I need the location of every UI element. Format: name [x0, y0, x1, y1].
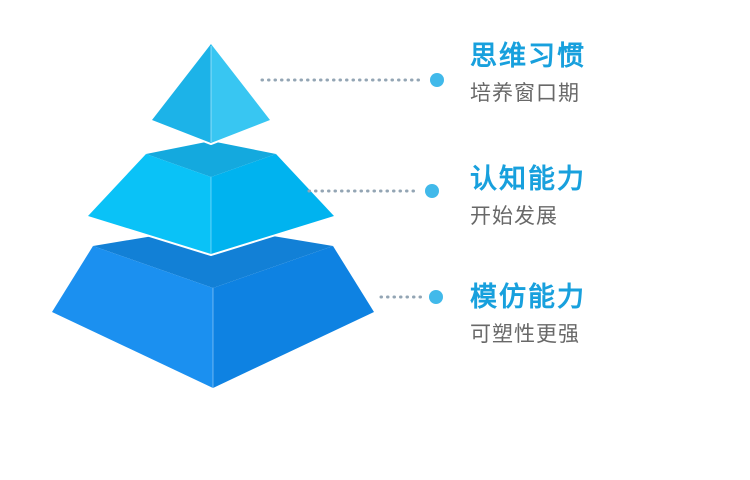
- tier-middle-right-face: [211, 154, 334, 254]
- tier-bottom-top-surface: [93, 226, 333, 288]
- connector-endpoint-dot-1: [430, 73, 444, 87]
- tier-top-left-face: [152, 44, 211, 143]
- level-title-1: 思维习惯: [470, 41, 586, 71]
- level-label-2: 认知能力 开始发展: [470, 164, 586, 229]
- connectors: [260, 73, 444, 304]
- tier-middle-left-face: [88, 154, 211, 254]
- tier-bottom-right-face: [213, 246, 374, 388]
- pyramid-tier-middle: [86, 139, 336, 256]
- level-title-3: 模仿能力: [470, 282, 586, 312]
- tier-bottom-left-face: [52, 246, 213, 388]
- level-title-2: 认知能力: [470, 164, 586, 194]
- level-label-1: 思维习惯 培养窗口期: [470, 41, 586, 106]
- pyramid-tier-top: [150, 42, 272, 145]
- level-subtitle-2: 开始发展: [470, 204, 558, 228]
- pyramid-tier-bottom: [50, 224, 376, 390]
- level-subtitle-3: 可塑性更强: [470, 322, 580, 346]
- tier-middle-top-surface: [146, 141, 276, 177]
- level-subtitle-1: 培养窗口期: [470, 81, 580, 105]
- pyramid-graphic: [50, 42, 444, 390]
- level-label-3: 模仿能力 可塑性更强: [470, 282, 586, 347]
- connector-endpoint-dot-2: [425, 184, 439, 198]
- connector-endpoint-dot-3: [429, 290, 443, 304]
- tier-top-right-face: [211, 44, 270, 143]
